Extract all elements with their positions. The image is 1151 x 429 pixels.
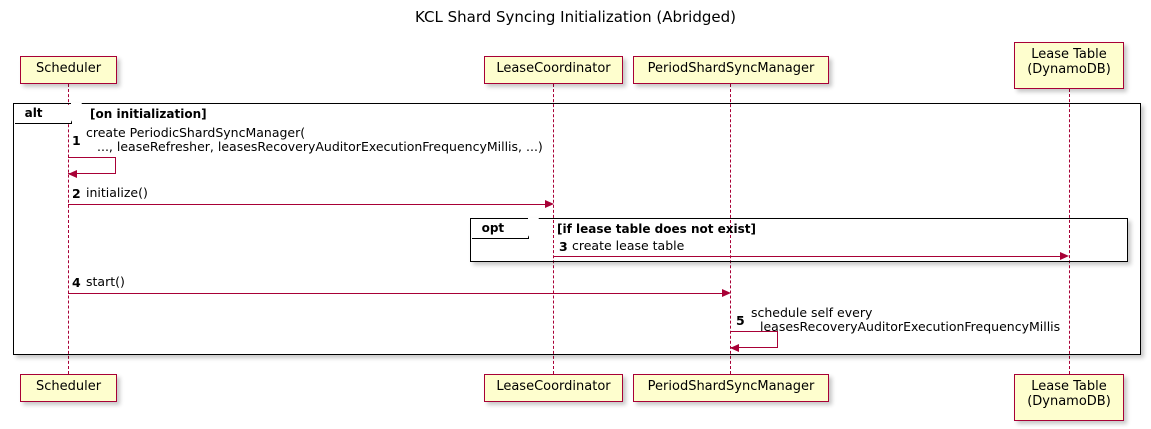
participant-scheduler-bottom[interactable]: Scheduler <box>20 374 117 402</box>
lifeline-lease-coordinator <box>553 84 554 374</box>
message-2-label: initialize() <box>86 185 148 200</box>
message-1-self-loop <box>68 157 116 174</box>
participant-lease-table-bottom-label-line2: (DynamoDB) <box>1027 394 1111 409</box>
participant-lease-coordinator-bottom-label: LeaseCoordinator <box>496 379 611 394</box>
fragment-alt <box>13 103 1141 355</box>
fragment-opt <box>470 218 1128 262</box>
fragment-alt-guard: [on initialization] <box>90 107 207 121</box>
message-5-label-line2: leasesRecoveryAuditorExecutionFrequencyM… <box>760 319 1061 334</box>
participant-lease-table-bottom[interactable]: Lease Table (DynamoDB) <box>1014 374 1124 421</box>
message-3-line <box>553 256 1061 257</box>
participant-lease-table-bottom-label-line1: Lease Table <box>1031 379 1107 394</box>
message-2-arrowhead <box>545 200 554 208</box>
participant-lease-table-top[interactable]: Lease Table (DynamoDB) <box>1014 42 1124 89</box>
message-4-arrowhead <box>722 289 731 297</box>
message-3-label: create lease table <box>572 238 685 253</box>
message-2-number: 2 <box>72 186 81 201</box>
participant-period-shard-sync-manager-bottom-label: PeriodShardSyncManager <box>647 379 815 394</box>
message-1-arrowhead <box>68 169 77 178</box>
message-3-arrowhead <box>1060 252 1069 260</box>
message-1-label-line1: create PeriodicShardSyncManager( <box>86 125 306 140</box>
lifeline-period-shard-sync-manager <box>730 84 731 374</box>
participant-scheduler-bottom-label: Scheduler <box>35 379 102 394</box>
fragment-opt-operator: opt <box>471 217 539 239</box>
participant-lease-coordinator-top-label: LeaseCoordinator <box>496 61 611 76</box>
message-5-label-line1: schedule self every <box>751 305 873 320</box>
participant-period-shard-sync-manager-top[interactable]: PeriodShardSyncManager <box>633 56 829 84</box>
lifeline-lease-table <box>1069 89 1070 374</box>
message-5-self-loop <box>730 331 778 348</box>
message-3-number: 3 <box>559 239 568 254</box>
message-4-label: start() <box>86 274 125 289</box>
message-1-number: 1 <box>72 133 81 148</box>
lifeline-scheduler <box>68 84 69 374</box>
fragment-opt-guard: [if lease table does not exist] <box>557 222 757 236</box>
message-4-line <box>68 293 726 294</box>
participant-period-shard-sync-manager-bottom[interactable]: PeriodShardSyncManager <box>633 374 829 402</box>
message-4-number: 4 <box>72 275 81 290</box>
message-2-line <box>68 204 549 205</box>
message-5-arrowhead <box>730 343 739 352</box>
participant-period-shard-sync-manager-top-label: PeriodShardSyncManager <box>647 61 815 76</box>
participant-lease-coordinator-top[interactable]: LeaseCoordinator <box>484 56 623 84</box>
participant-lease-table-top-label-line2: (DynamoDB) <box>1027 62 1111 77</box>
message-1-label-line2: ..., leaseRefresher, leasesRecoveryAudit… <box>97 139 543 154</box>
participant-scheduler-top[interactable]: Scheduler <box>20 56 117 84</box>
participant-lease-coordinator-bottom[interactable]: LeaseCoordinator <box>484 374 623 402</box>
message-5-number: 5 <box>736 313 745 328</box>
fragment-alt-operator: alt <box>14 102 82 124</box>
participant-scheduler-top-label: Scheduler <box>35 61 102 76</box>
participant-lease-table-top-label-line1: Lease Table <box>1031 47 1107 62</box>
diagram-title: KCL Shard Syncing Initialization (Abridg… <box>415 8 736 26</box>
